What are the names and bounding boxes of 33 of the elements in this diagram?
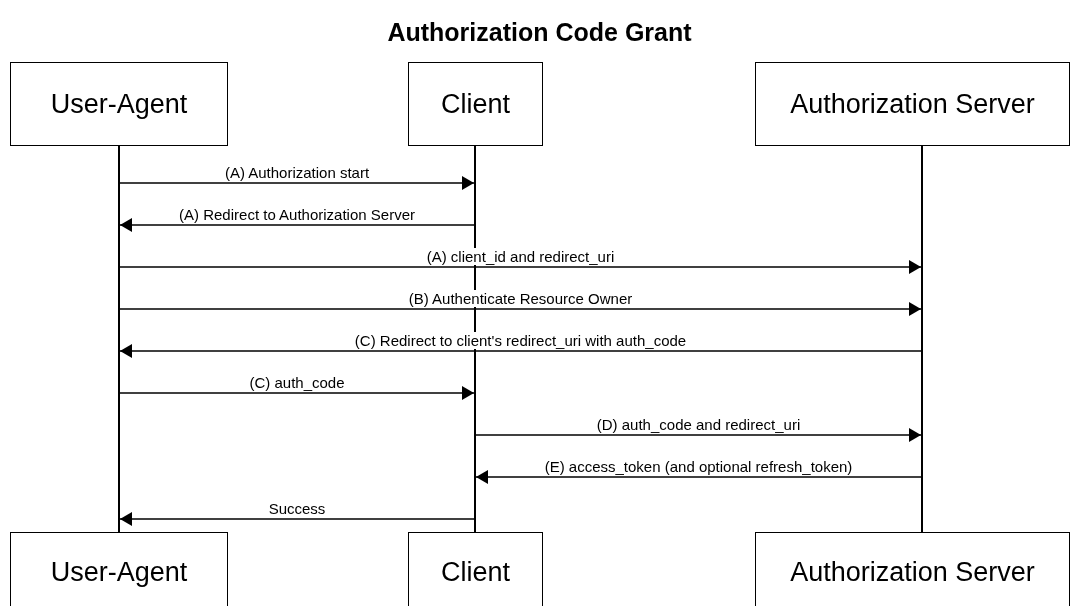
message-arrow	[119, 218, 475, 232]
message-arrow	[475, 428, 922, 442]
participant-name: User-Agent	[50, 88, 188, 120]
participant-box	[755, 532, 1070, 606]
message-label: (B) Authenticate Resource Owner	[406, 290, 635, 307]
participant-box	[408, 532, 543, 606]
lifeline	[474, 146, 476, 532]
message-arrow	[119, 176, 475, 190]
message-arrow	[119, 344, 922, 358]
participant-box	[408, 62, 543, 146]
participant-name: Authorization Server	[790, 88, 1035, 120]
message-arrow	[119, 386, 475, 400]
message-label: (D) auth_code and redirect_uri	[594, 416, 803, 433]
participant-name: Authorization Server	[790, 556, 1035, 588]
message-arrow	[119, 260, 922, 274]
diagram-title: Authorization Code Grant	[386, 18, 693, 47]
message-label: (A) Authorization start	[222, 164, 372, 181]
participant-box	[755, 62, 1070, 146]
participant-box	[10, 62, 228, 146]
participant-box	[10, 532, 228, 606]
participant-name: Client	[441, 556, 510, 588]
message-arrow	[119, 302, 922, 316]
message-label: (A) client_id and redirect_uri	[424, 248, 617, 265]
message-label: (C) Redirect to client's redirect_uri with auth_code	[352, 332, 689, 349]
message-label: (E) access_token (and optional refresh_token)	[542, 458, 855, 475]
participant-name: Client	[441, 88, 510, 120]
message-arrow	[119, 512, 475, 526]
message-label: (A) Redirect to Authorization Server	[177, 206, 417, 223]
participant-name: User-Agent	[50, 556, 188, 588]
lifeline	[118, 146, 120, 532]
message-arrow	[475, 470, 922, 484]
lifeline	[921, 146, 923, 532]
message-label: (C) auth_code	[247, 374, 347, 391]
